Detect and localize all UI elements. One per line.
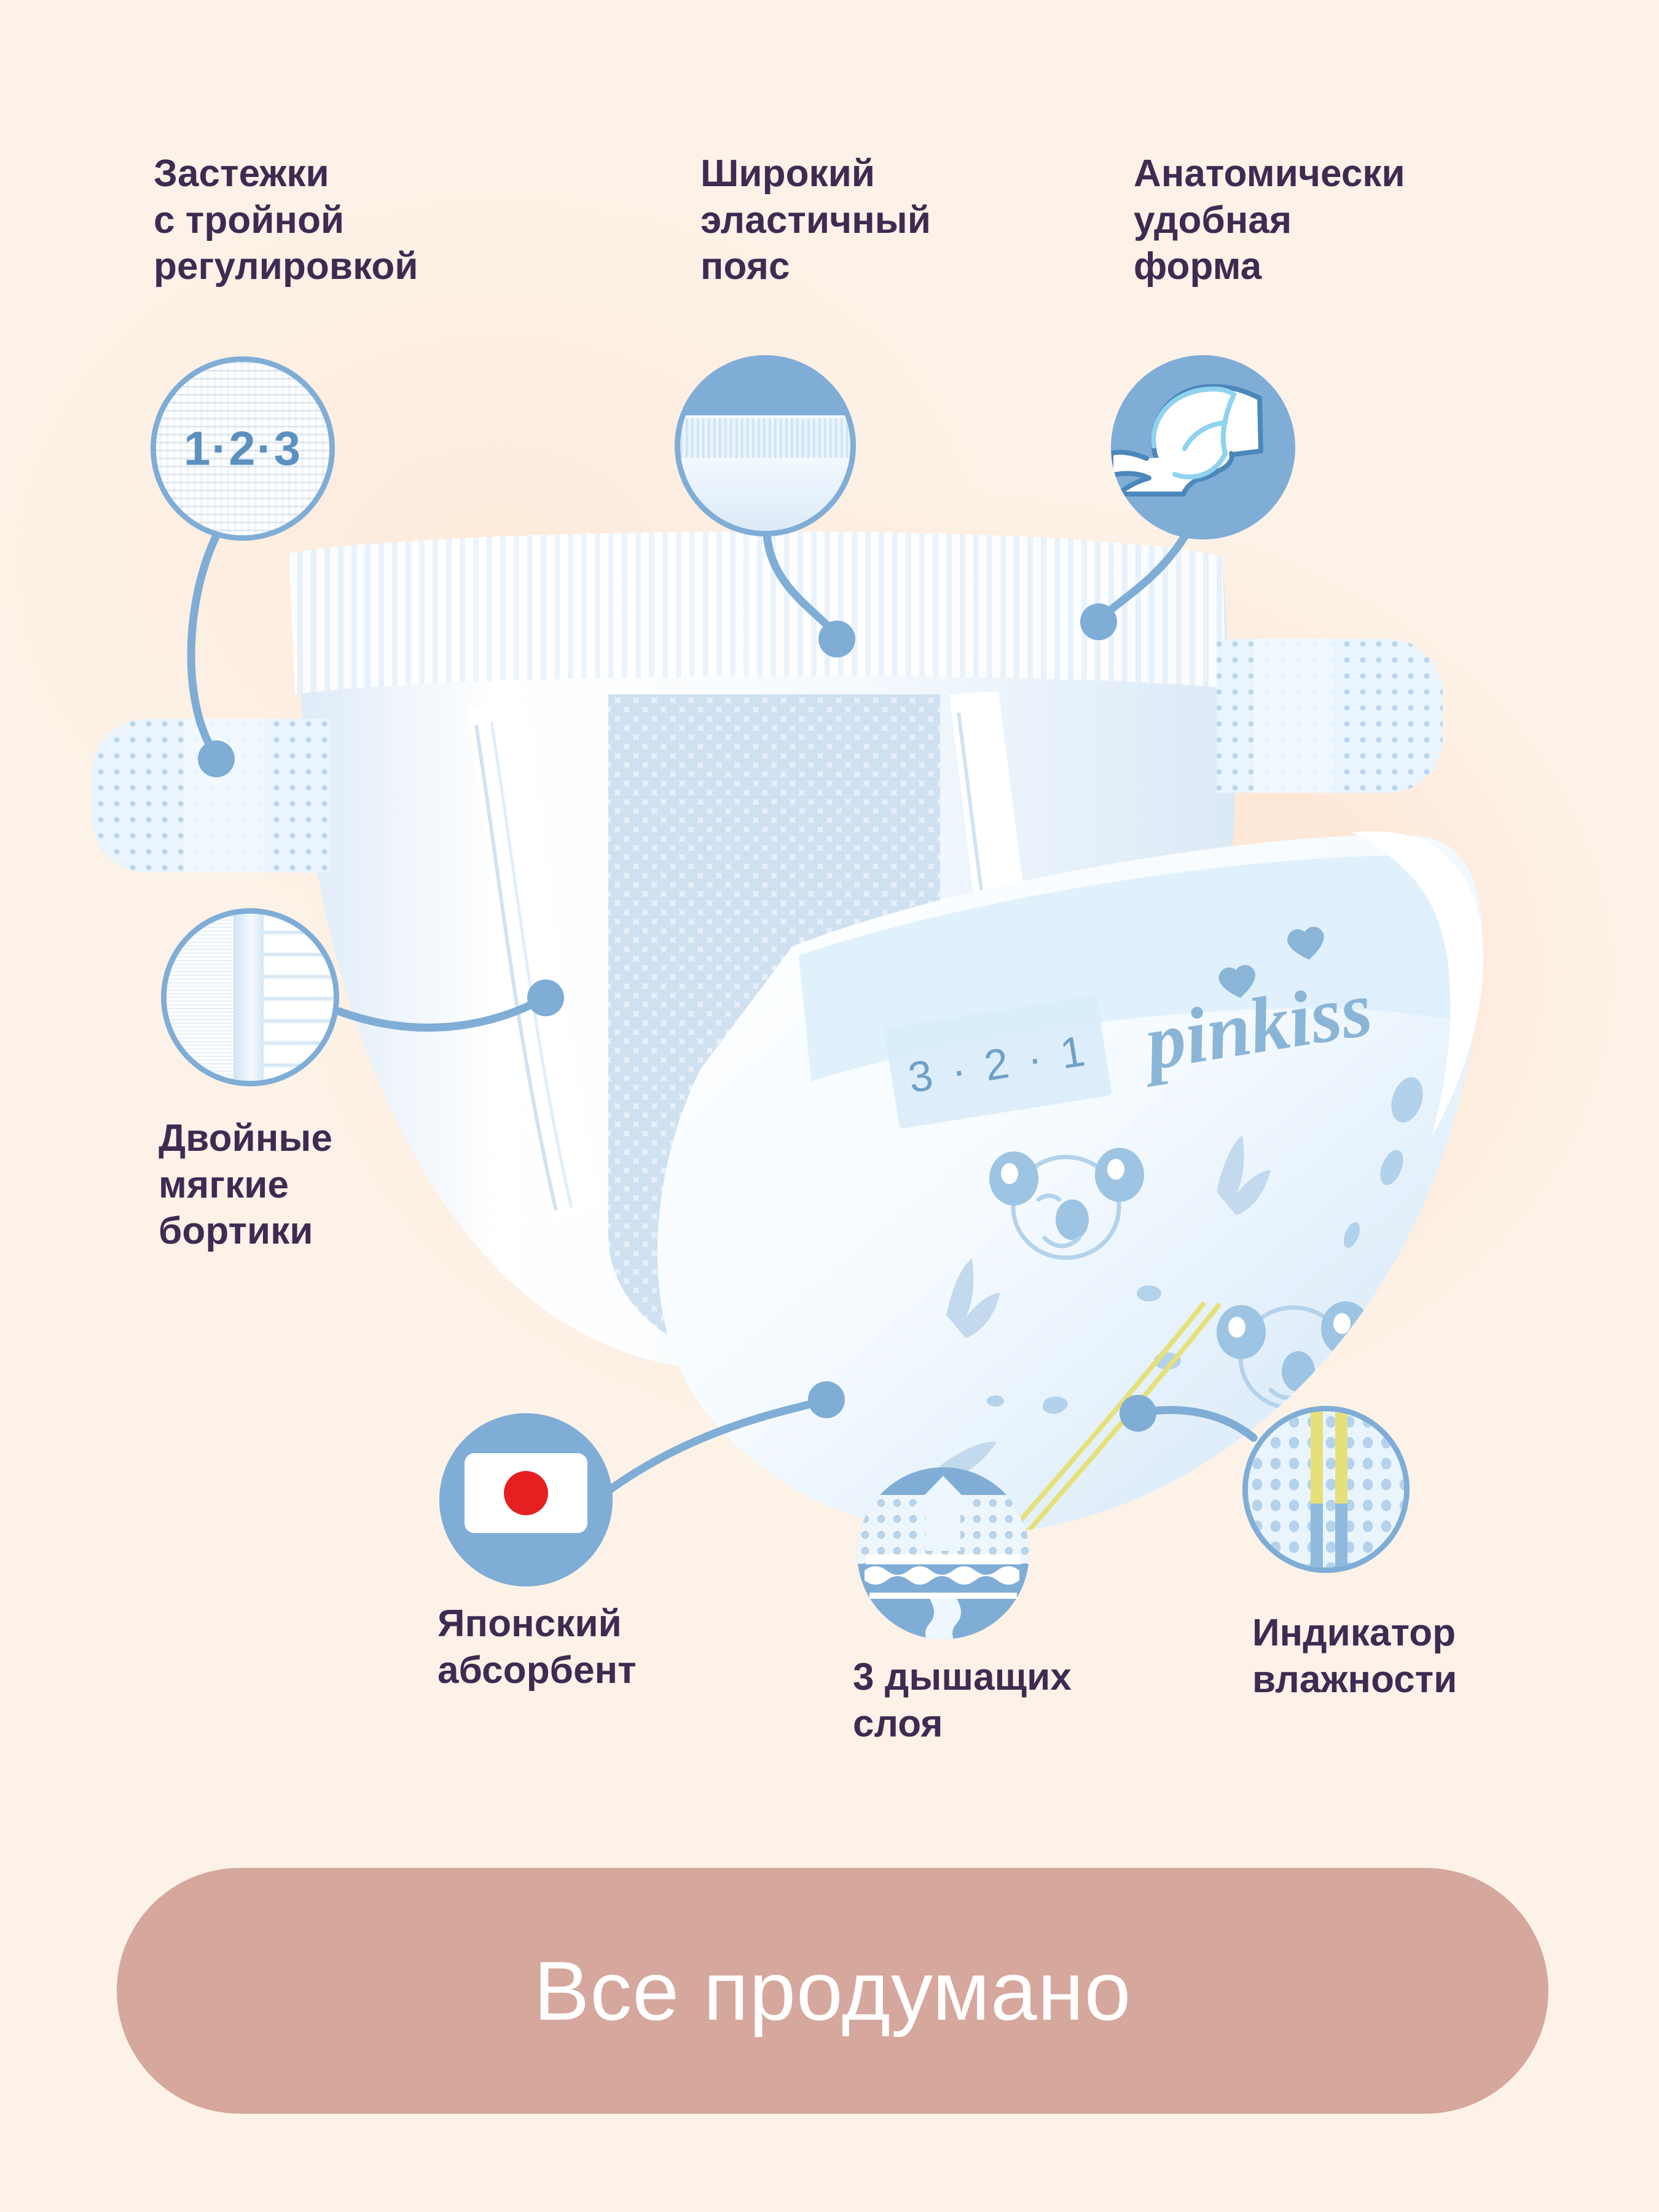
fastener-tape-icon (156, 362, 329, 535)
japan-flag-icon (465, 1453, 587, 1533)
callout-anatomical-shape[interactable] (1111, 355, 1295, 539)
fastening-strip: 3 · 2 · 1 (884, 995, 1112, 1129)
label-triple-fasteners: Застежки с тройной регулировкой (154, 152, 418, 288)
svg-text:pinkiss: pinkiss (1134, 965, 1378, 1088)
elastic-waistband-icon (680, 361, 850, 531)
label-three-breathable-layers: 3 дышащих слоя (853, 1656, 1072, 1745)
svg-text:3 · 2 · 1: 3 · 2 · 1 (905, 1026, 1092, 1102)
callout-three-breathable-layers[interactable] (857, 1467, 1029, 1639)
breathable-layers-icon (857, 1467, 1029, 1639)
wetness-indicator-icon (1248, 1411, 1404, 1567)
label-japanese-absorbent: Японский абсорбент (437, 1602, 637, 1692)
label-double-soft-cuffs: Двойные мягкие бортики (159, 1117, 333, 1253)
baby-in-diaper-icon (1111, 384, 1263, 496)
callout-double-soft-cuffs[interactable] (161, 908, 339, 1086)
callout-wide-elastic-waistband[interactable] (675, 355, 856, 536)
banner-text: Все продумано (533, 1944, 1132, 2037)
double-cuff-icon (167, 914, 334, 1081)
callout-triple-fasteners[interactable]: 1·2·3 (151, 356, 335, 541)
callout-japanese-absorbent[interactable] (439, 1413, 613, 1586)
fastener-badge-text: 1·2·3 (183, 421, 302, 476)
brand-wordmark: pinkiss (1134, 927, 1378, 1088)
label-anatomical-shape: Анатомически удобная форма (1134, 152, 1405, 288)
label-wide-elastic-waistband: Широкий эластичный пояс (700, 152, 931, 288)
label-wetness-indicator: Индикатор влажности (1252, 1612, 1457, 1701)
callout-wetness-indicator[interactable] (1242, 1406, 1410, 1573)
bottom-banner[interactable]: Все продумано (117, 1868, 1548, 2114)
